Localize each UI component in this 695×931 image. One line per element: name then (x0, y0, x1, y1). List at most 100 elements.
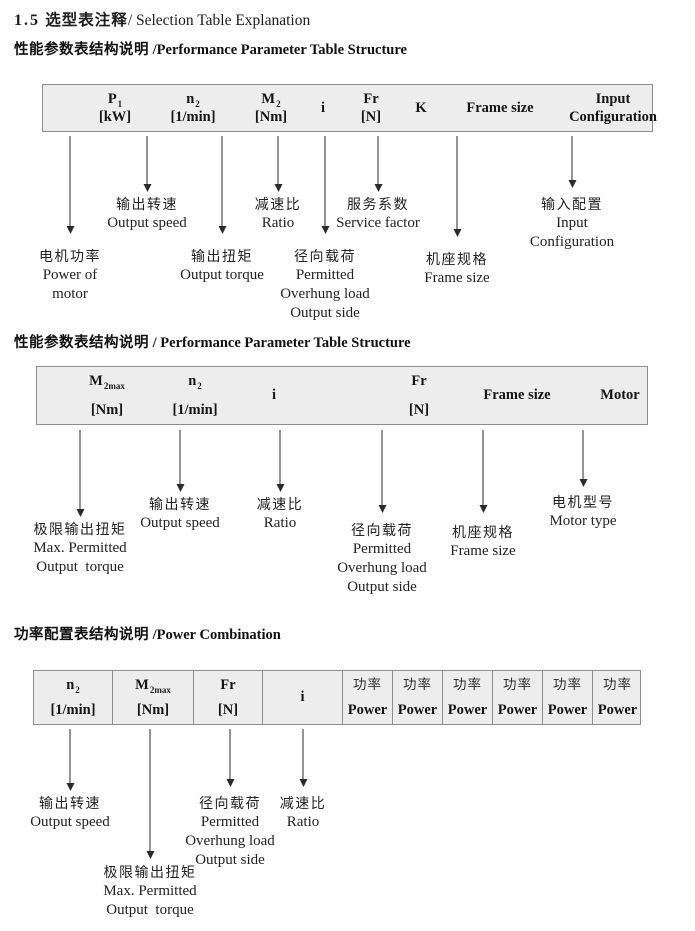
label-line-zh: 输出转速 (38, 795, 101, 811)
section-heading: 功率配置表结构说明 /Power Combination (14, 623, 281, 644)
label-line-en: Output speed (107, 215, 187, 231)
label-line-en: Permitted (200, 814, 260, 830)
down-arrow-icon (226, 729, 235, 787)
header-symbol: Fr (220, 677, 236, 693)
column-header-cell: K (415, 85, 426, 131)
label-line-en: Max. Permitted (33, 540, 127, 556)
label-line-en: Ratio (261, 215, 295, 231)
label-line-en: Permitted (352, 541, 412, 557)
column-header-cell: i (321, 85, 325, 131)
header-symbol: M2 (261, 91, 281, 109)
down-arrow-icon (374, 136, 383, 192)
label-line-en: Output torque (180, 267, 264, 283)
header-symbol: Fr (411, 373, 427, 389)
header-zh: 功率 (603, 677, 632, 692)
label-line-en: Input (556, 215, 588, 231)
label-line-zh: 输入配置 (541, 196, 603, 212)
header-symbol: M2max (135, 677, 171, 695)
header-zh: 功率 (503, 677, 532, 692)
header-symbol: M2max (89, 373, 125, 391)
arrow-label: 输出转速 Output speed (30, 794, 110, 832)
column-header-cell: Frame size (483, 367, 550, 424)
down-arrow-icon (274, 136, 283, 192)
column-header-cell: M2[Nm] (255, 85, 287, 131)
down-arrow-icon (176, 430, 185, 492)
header-zh: 功率 (403, 677, 432, 692)
header-symbol: i (271, 387, 277, 403)
down-arrow-icon (76, 430, 85, 517)
label-line-zh: 机座规格 (425, 251, 488, 267)
label-line-zh: 减速比 (279, 795, 327, 811)
header-unit: Power (497, 702, 538, 718)
header-unit: [1/min] (172, 402, 218, 418)
heading-zh: 性能参数表结构说明 (14, 42, 149, 58)
down-arrow-icon (218, 136, 227, 234)
header-zh: 功率 (553, 677, 582, 692)
header-unit: [kW] (98, 109, 132, 125)
header-symbol: Frame size (466, 99, 534, 116)
heading-zh: 功率配置表结构说明 (14, 627, 149, 643)
header-unit: Configuration (569, 109, 657, 125)
arrow-label: 输出扭矩 Output torque (180, 247, 264, 285)
label-line-en: Overhung load (185, 833, 275, 849)
header-symbol: n2 (186, 91, 200, 109)
label-line-zh: 服务系数 (346, 196, 409, 212)
down-arrow-icon (479, 430, 488, 513)
column-header-cell: 功率 Power (493, 671, 543, 724)
label-line-en: Output torque (36, 559, 124, 575)
header-symbol: Frame size (483, 387, 551, 403)
label-line-zh: 减速比 (254, 196, 302, 212)
label-line-en: Output speed (30, 814, 110, 830)
down-arrow-icon (378, 430, 387, 513)
label-line-zh: 输出转速 (148, 496, 211, 512)
label-line-zh: 电机型号 (551, 494, 614, 510)
label-line-en: Output torque (106, 902, 194, 918)
column-header-cell: n2 [1/min] (34, 671, 113, 724)
label-line-en: Power of (42, 267, 98, 283)
label-line-en: Frame size (424, 270, 490, 286)
header-symbol: n2 (66, 677, 80, 695)
column-header-cell: i (263, 671, 343, 724)
label-line-en: motor (52, 286, 88, 302)
header-symbol: n2 (188, 373, 202, 391)
header-unit: [N] (217, 702, 239, 718)
heading-zh: 性能参数表结构说明 (14, 335, 149, 351)
header-unit: [1/min] (50, 702, 96, 718)
header-unit: [N] (360, 109, 382, 125)
label-line-zh: 输出扭矩 (191, 248, 253, 264)
column-header-cell: Motor (600, 367, 639, 424)
down-arrow-icon (453, 136, 462, 237)
down-arrow-icon (66, 136, 75, 234)
label-line-en: Ratio (263, 515, 297, 531)
label-line-en: Permitted (295, 267, 355, 283)
header-zh: 功率 (453, 677, 482, 692)
down-arrow-icon (299, 729, 308, 787)
label-line-zh: 极限输出扭矩 (103, 864, 197, 880)
heading-en: /Performance Parameter Table Structure (149, 42, 407, 58)
label-line-zh: 输出转速 (115, 196, 178, 212)
heading-en: /Power Combination (149, 627, 281, 643)
label-line-zh: 径向载荷 (351, 522, 413, 538)
section-number: 1.5 (14, 12, 40, 29)
column-header-cell: i (272, 367, 276, 424)
arrow-label: 机座规格 Frame size (424, 250, 489, 288)
header-symbol: K (415, 99, 427, 116)
page-title-zh: 选型表注释 (40, 12, 128, 29)
label-line-en: Configuration (529, 234, 615, 250)
